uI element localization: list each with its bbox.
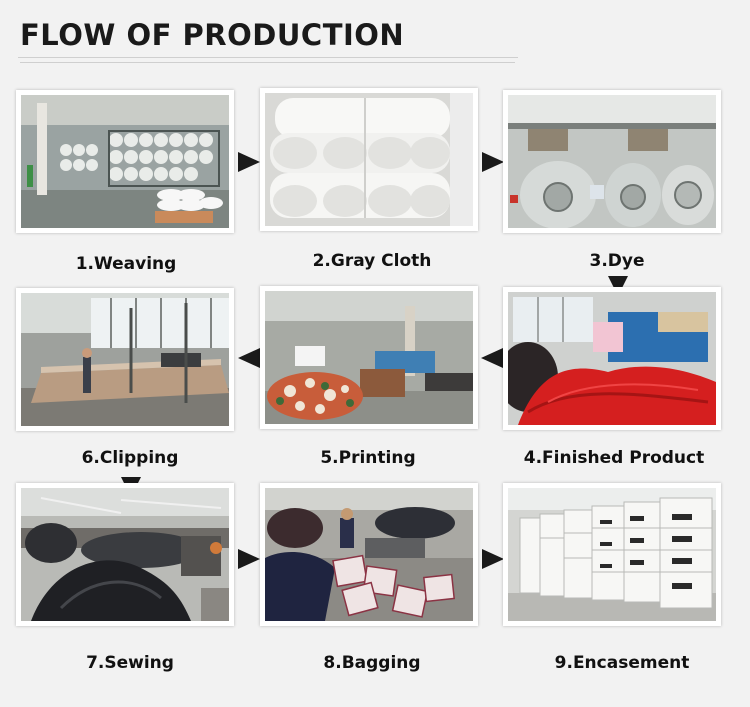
page-title: FLOW OF PRODUCTION — [20, 18, 405, 52]
dye-photo — [503, 90, 721, 233]
step-label-weaving: 1.Weaving — [75, 254, 177, 274]
step-label-bagging: 8.Bagging — [323, 653, 421, 673]
step-label-gray-cloth: 2.Gray Cloth — [312, 251, 432, 271]
step-label-clipping: 6.Clipping — [81, 448, 179, 468]
step-label-sewing: 7.Sewing — [86, 653, 174, 673]
bagging-photo — [260, 483, 478, 626]
step-label-encasement: 9.Encasement — [554, 653, 690, 673]
arrow-right-icon — [482, 549, 504, 569]
printing-photo — [260, 286, 478, 429]
arrow-left-icon — [481, 348, 503, 368]
encasement-photo — [503, 483, 721, 626]
step-label-dye: 3.Dye — [589, 251, 645, 271]
step-label-printing: 5.Printing — [320, 448, 416, 468]
arrow-left-icon — [238, 348, 260, 368]
clipping-photo — [16, 288, 234, 431]
gray-cloth-photo — [260, 88, 478, 231]
arrow-right-icon — [238, 152, 260, 172]
weaving-photo — [16, 90, 234, 233]
sewing-photo — [16, 483, 234, 626]
title-underline-secondary — [20, 62, 515, 63]
arrow-down-icon — [608, 276, 628, 296]
step-label-finished-product: 4.Finished Product — [523, 448, 705, 468]
title-underline — [18, 57, 518, 58]
arrow-right-icon — [238, 549, 260, 569]
arrow-right-icon — [482, 152, 504, 172]
finished-product-photo — [503, 287, 721, 430]
